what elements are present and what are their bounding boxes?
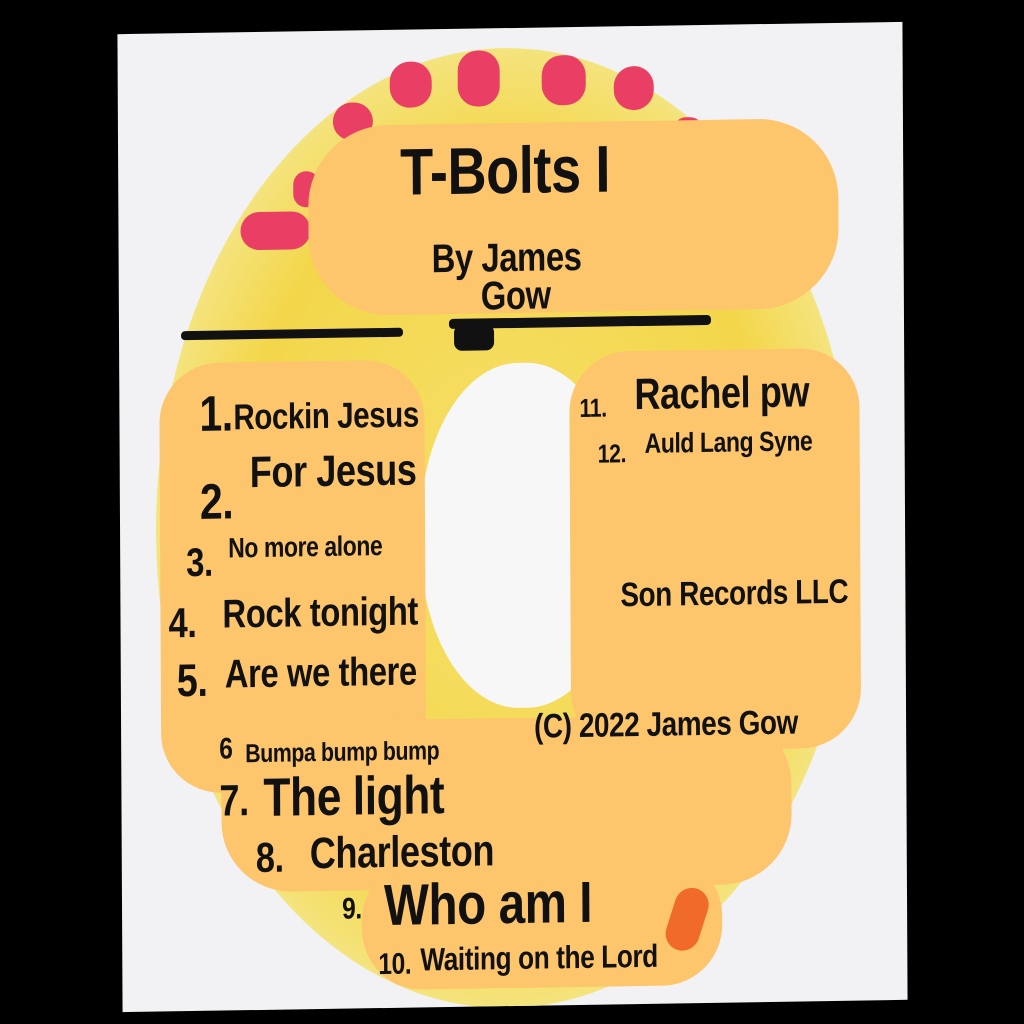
track-number: 2. [199,473,234,530]
album-title: T-Bolts I [399,131,611,209]
track-title[interactable]: No more alone [228,530,383,564]
red-dot-decoration [240,211,311,251]
track-number: 4. [168,598,197,647]
track-number: 1. [199,385,233,442]
track-list: 1. Rockin Jesus 2. For Jesus 3. No more … [117,22,902,981]
red-dot-decoration [613,65,654,111]
track-title[interactable]: The light [263,765,445,828]
track-number: 3. [186,540,213,586]
track-number: 10. [378,947,412,982]
red-dot-decoration [457,50,500,107]
red-dot-decoration [541,54,586,106]
track-number: 9. [341,892,362,926]
record-label: Son Records LLC [620,572,849,615]
track-title[interactable]: Waiting on the Lord [420,937,658,978]
track-title[interactable]: For Jesus [249,445,417,498]
track-title[interactable]: Who am I [383,869,593,939]
track-number: 8. [255,833,284,882]
red-dot-decoration [389,61,432,108]
track-title[interactable]: Auld Lang Syne [644,425,813,459]
divider-line [453,324,495,351]
track-number: 6 [219,732,233,766]
track-title[interactable]: Rock tonight [222,589,419,637]
track-title[interactable]: Rockin Jesus [233,393,419,438]
album-cover-card: T-Bolts I By James Gow 1. Rockin Jesus 2… [117,21,908,1013]
copyright-notice: (C) 2022 James Gow [533,703,798,746]
track-number: 11. [579,392,607,423]
track-title[interactable]: Are we there [224,649,417,697]
track-title[interactable]: Rachel pw [634,367,810,420]
album-byline-surname: Gow [480,273,551,319]
track-number: 12. [597,438,627,469]
track-number: 5. [176,653,208,707]
track-number: 7. [219,776,249,826]
